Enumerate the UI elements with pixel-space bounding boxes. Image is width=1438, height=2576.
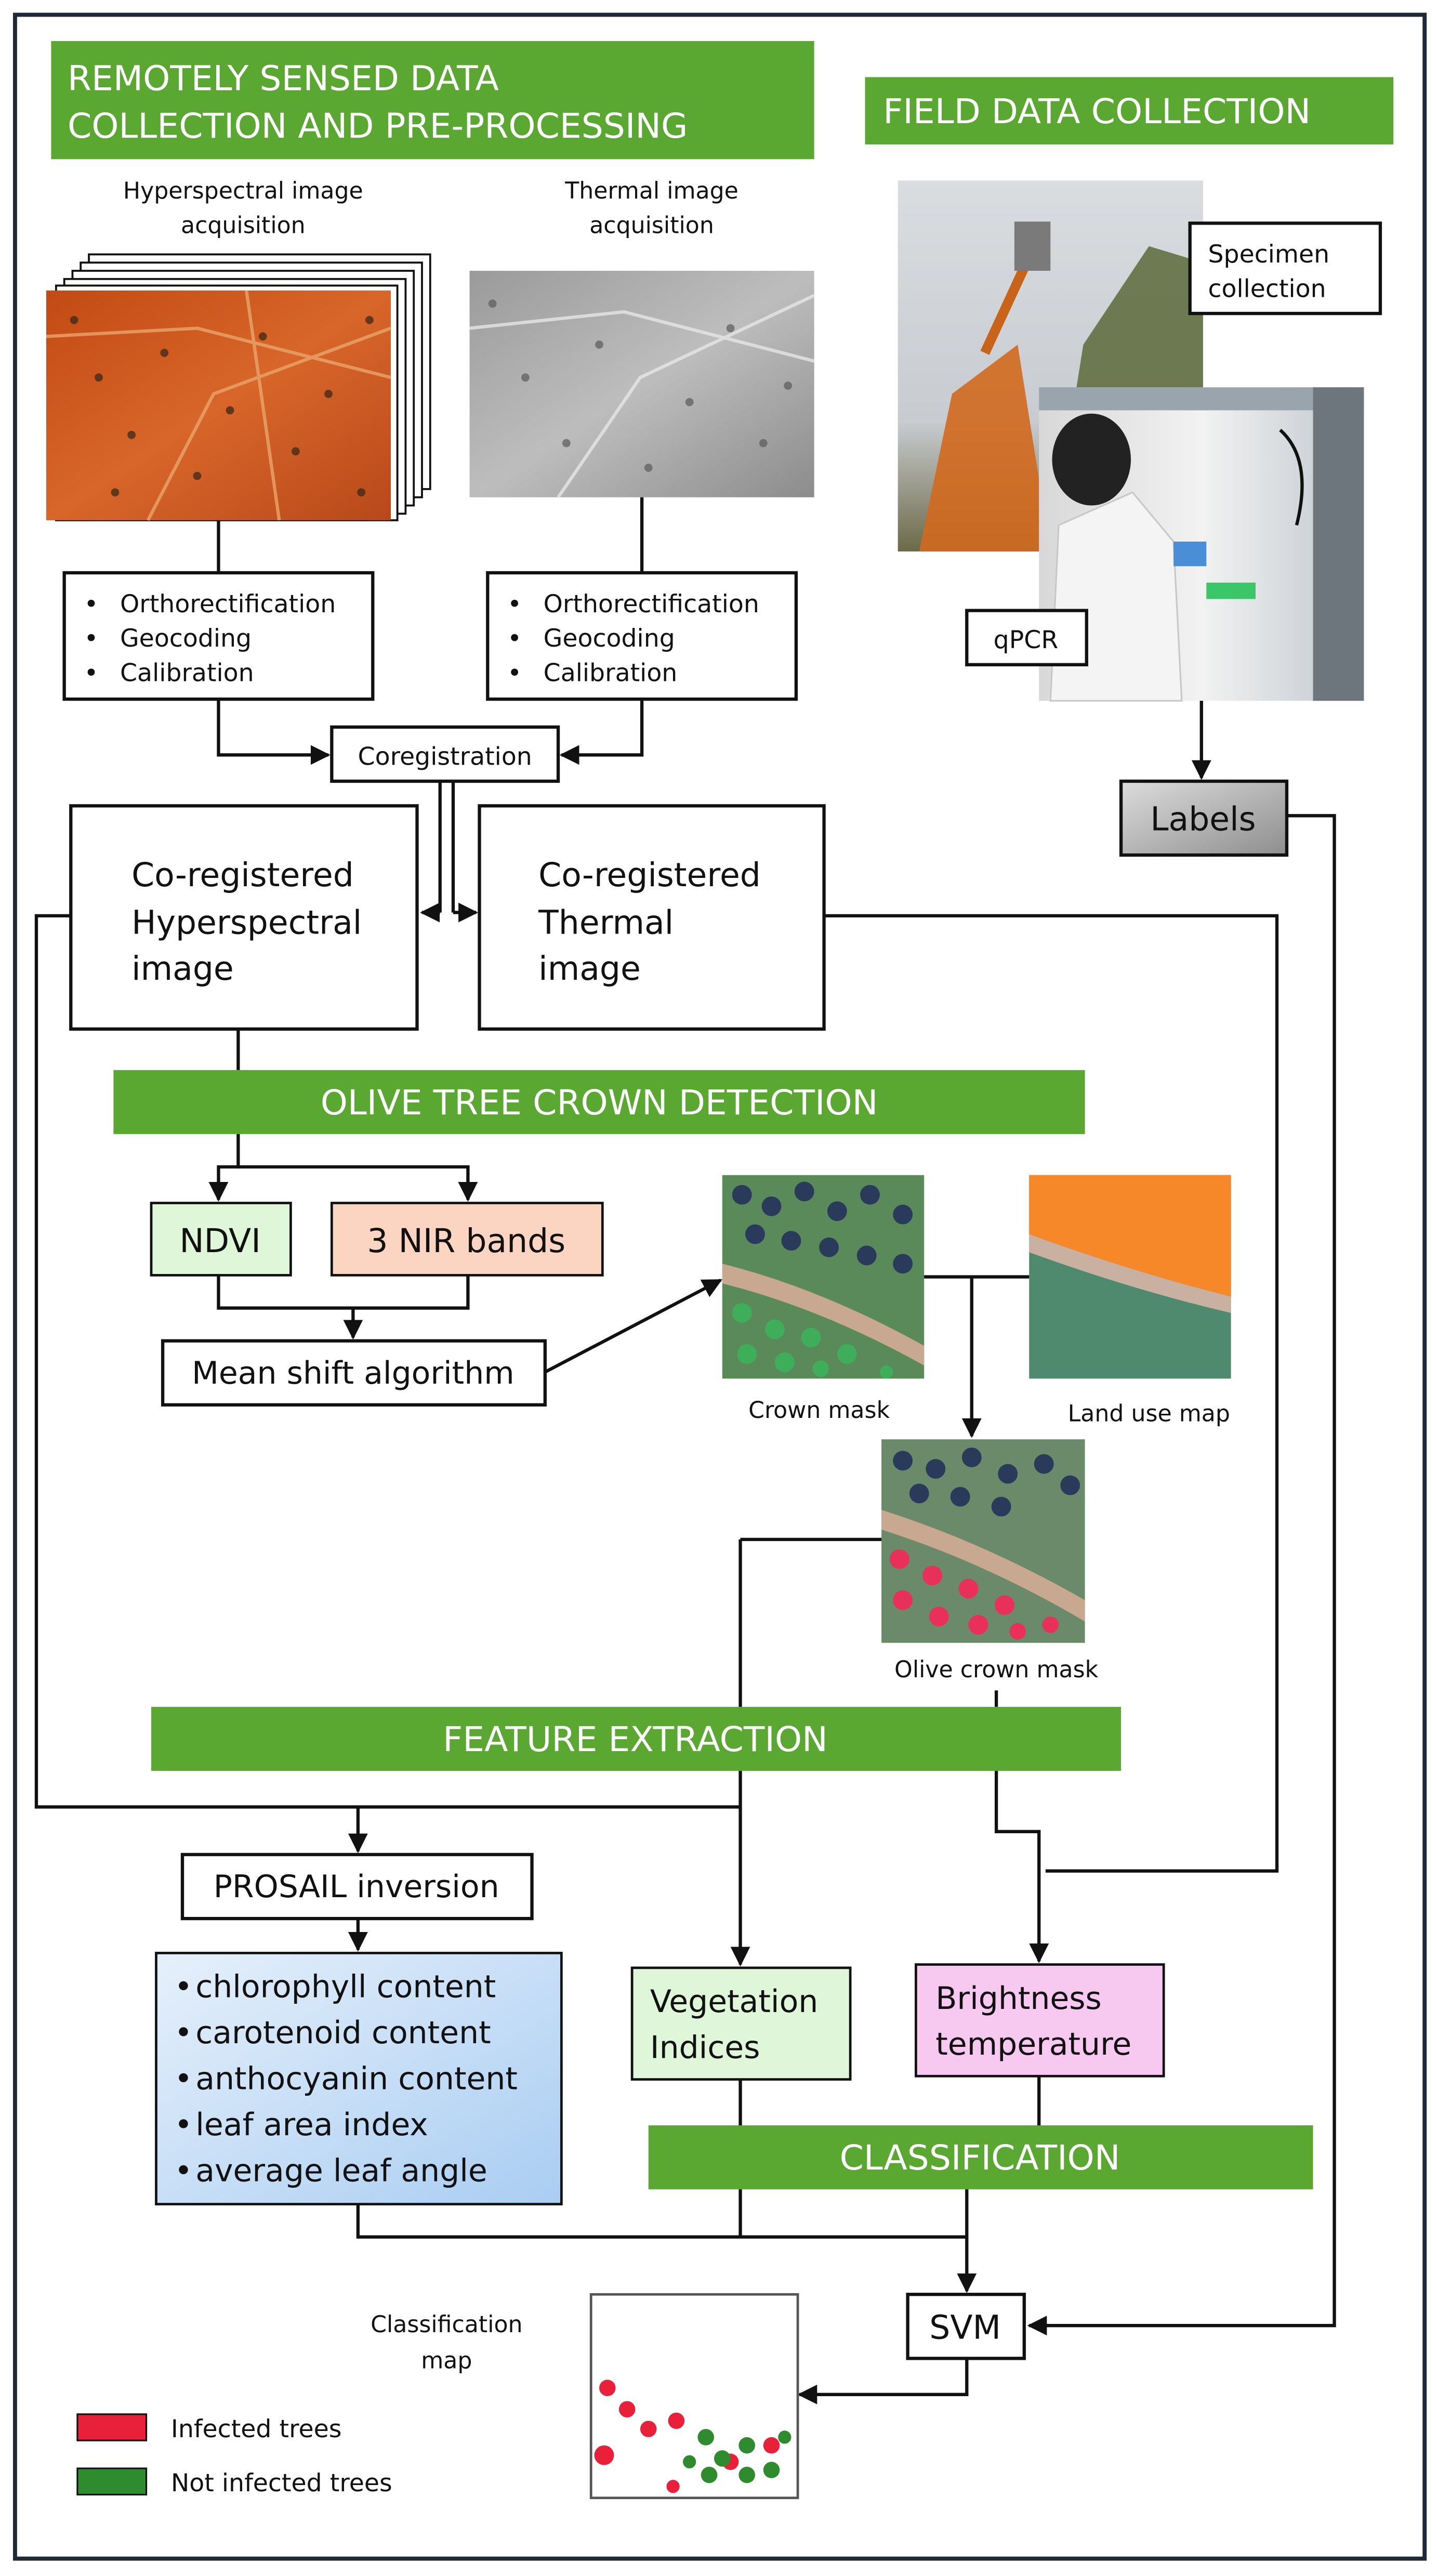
nir-box bbox=[330, 1202, 604, 1277]
section-field-header bbox=[865, 77, 1394, 144]
hyper-acq-caption-1: Hyperspectral image bbox=[123, 178, 363, 204]
bullet-dot: • bbox=[174, 2015, 192, 2051]
labels-box bbox=[1119, 779, 1289, 857]
ndvi-box bbox=[150, 1202, 292, 1277]
specimen-line1: Specimen bbox=[1208, 240, 1329, 269]
olive-crown-mask-image bbox=[881, 1439, 1085, 1643]
crown-mask-image bbox=[722, 1175, 925, 1379]
coregistration-label: Coregistration bbox=[358, 742, 532, 771]
qpcr-label: qPCR bbox=[994, 626, 1059, 654]
coreg-thermal-line3: image bbox=[538, 949, 641, 988]
prosail-param-2: carotenoid content bbox=[195, 2015, 491, 2051]
infected-trees-marks bbox=[594, 2380, 780, 2493]
bullet-dot: • bbox=[507, 659, 522, 687]
preprocess-thermal-step-2: Geocoding bbox=[544, 624, 675, 653]
mean-shift-label: Mean shift algorithm bbox=[192, 1355, 514, 1391]
section-crown-header bbox=[113, 1070, 1085, 1134]
preprocess-thermal-step-1: Orthorectification bbox=[544, 590, 759, 619]
veg-indices-line1: Vegetation bbox=[650, 1983, 818, 2020]
prosail-box bbox=[180, 1852, 534, 1921]
land-use-map-caption: Land use map bbox=[1068, 1400, 1230, 1427]
thermal-image bbox=[469, 270, 815, 498]
legend-swatch-infected bbox=[76, 2413, 148, 2441]
coreg-thermal-box bbox=[478, 804, 826, 1031]
bullet-dot: • bbox=[84, 590, 99, 619]
brightness-line1: Brightness bbox=[935, 1980, 1102, 2017]
hyper-acq-caption-2: acquisition bbox=[181, 212, 306, 239]
legend-label-not-infected: Not infected trees bbox=[171, 2469, 392, 2498]
section-classification-header bbox=[648, 2125, 1313, 2190]
bullet-dot: • bbox=[507, 624, 522, 653]
hyperspectral-image-stack bbox=[46, 253, 431, 521]
legend: Infected trees Not infected trees bbox=[76, 2413, 392, 2498]
veg-indices-line2: Indices bbox=[650, 2030, 760, 2066]
coreg-hyperspectral-box bbox=[69, 804, 419, 1031]
prosail-param-4: leaf area index bbox=[195, 2107, 428, 2143]
bullet-dot: • bbox=[174, 2107, 192, 2143]
coreg-hyper-line1: Co-registered bbox=[131, 856, 354, 894]
olive-crown-mask-caption: Olive crown mask bbox=[894, 1657, 1099, 1683]
brightness-line2: temperature bbox=[935, 2026, 1131, 2062]
classification-map-caption-1: Classification bbox=[371, 2311, 522, 2338]
land-use-map-image bbox=[1029, 1175, 1231, 1379]
section-remote-header bbox=[51, 41, 814, 160]
section-field-title: FIELD DATA COLLECTION bbox=[883, 91, 1311, 132]
coreg-hyper-line3: image bbox=[131, 949, 234, 988]
specimen-box bbox=[1188, 221, 1382, 316]
section-classification-title: CLASSIFICATION bbox=[840, 2137, 1120, 2178]
section-feature-header bbox=[151, 1706, 1122, 1771]
preprocess-hyper-step-3: Calibration bbox=[120, 659, 254, 687]
coreg-thermal-line2: Thermal bbox=[538, 903, 674, 942]
coregistration-box bbox=[330, 725, 560, 783]
svm-label: SVM bbox=[929, 2308, 1001, 2346]
preprocess-box-thermal bbox=[486, 571, 798, 701]
prosail-param-1: chlorophyll content bbox=[195, 1969, 496, 2005]
prosail-param-5: average leaf angle bbox=[195, 2152, 487, 2189]
legend-swatch-not-infected bbox=[76, 2467, 148, 2496]
bullet-dot: • bbox=[174, 2152, 192, 2189]
prosail-param-3: anthocyanin content bbox=[195, 2061, 518, 2097]
veg-indices-box bbox=[630, 1966, 852, 2081]
legend-label-infected: Infected trees bbox=[171, 2415, 342, 2443]
bullet-dot: • bbox=[174, 1969, 192, 2005]
bullet-dot: • bbox=[174, 2061, 192, 2097]
labels-label: Labels bbox=[1150, 800, 1256, 838]
section-crown-title: OLIVE TREE CROWN DETECTION bbox=[321, 1082, 878, 1123]
qpcr-photo bbox=[1039, 387, 1364, 702]
brightness-box bbox=[915, 1963, 1165, 2078]
mean-shift-box bbox=[161, 1339, 547, 1407]
coreg-thermal-line1: Co-registered bbox=[538, 856, 761, 894]
preprocess-hyper-step-2: Geocoding bbox=[120, 624, 252, 653]
bullet-dot: • bbox=[84, 624, 99, 653]
thermal-acq-caption-2: acquisition bbox=[589, 212, 714, 239]
not-infected-trees-marks bbox=[683, 2429, 791, 2483]
thermal-acq-caption-1: Thermal image bbox=[564, 178, 738, 204]
bullet-dot: • bbox=[84, 659, 99, 687]
prosail-label: PROSAIL inversion bbox=[214, 1869, 499, 1905]
ndvi-label: NDVI bbox=[179, 1221, 261, 1260]
section-feature-title: FEATURE EXTRACTION bbox=[443, 1719, 828, 1759]
section-remote-line1: REMOTELY SENSED DATA bbox=[68, 58, 499, 99]
classification-map-caption-2: map bbox=[421, 2347, 472, 2374]
preprocess-thermal-step-3: Calibration bbox=[544, 659, 678, 687]
qpcr-box bbox=[965, 609, 1088, 666]
specimen-line2: collection bbox=[1208, 275, 1326, 304]
nir-label: 3 NIR bands bbox=[367, 1221, 565, 1260]
section-remote-line2: COLLECTION AND PRE-PROCESSING bbox=[68, 106, 688, 146]
coreg-hyper-line2: Hyperspectral bbox=[131, 903, 362, 942]
hyperspectral-image bbox=[46, 290, 391, 520]
preprocess-box-hyper bbox=[62, 571, 375, 701]
preprocess-hyper-step-1: Orthorectification bbox=[120, 590, 336, 619]
bullet-dot: • bbox=[507, 590, 522, 619]
crown-mask-caption: Crown mask bbox=[748, 1397, 890, 1424]
